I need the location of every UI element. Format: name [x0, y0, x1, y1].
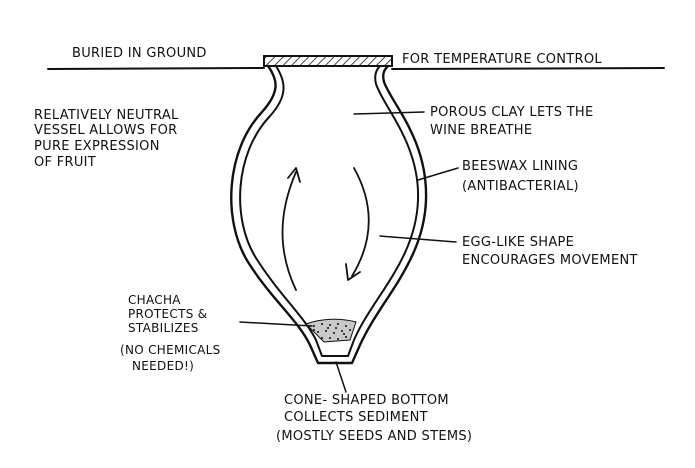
neutral-label-line: PURE EXPRESSION — [34, 139, 160, 154]
beeswax-lining — [239, 65, 420, 357]
circulation-arrow-up — [281, 171, 297, 291]
vessel-lid — [263, 55, 393, 67]
beeswax-label-line: BEESWAX LINING — [462, 159, 578, 174]
egg-label-line: ENCOURAGES MOVEMENT — [462, 253, 638, 268]
chacha-leader — [239, 321, 313, 327]
chacha-label-line: STABILIZES — [128, 321, 199, 335]
circulation-arrow-down — [351, 167, 370, 277]
vessel-outer-wall — [230, 64, 428, 365]
porous-label-line: POROUS CLAY LETS THE — [430, 105, 594, 120]
egg-label: EGG-LIKE SHAPE ENCOURAGES MOVEMENT — [462, 235, 638, 268]
chacha-label-line: CHACHA — [128, 293, 181, 307]
cone-label-line: (MOSTLY SEEDS AND STEMS) — [276, 429, 472, 444]
egg-leader — [379, 235, 457, 243]
ground-line-left — [47, 67, 265, 70]
chacha-label: CHACHA PROTECTS & STABILIZES (NO CHEMICA… — [120, 293, 225, 373]
cone-label: CONE- SHAPED BOTTOM COLLECTS SEDIMENT (M… — [276, 393, 472, 444]
temperature-label: FOR TEMPERATURE CONTROL — [402, 52, 602, 67]
cone-label-line: COLLECTS SEDIMENT — [284, 410, 428, 425]
ground-line-right — [391, 67, 665, 70]
cone-leader — [335, 361, 347, 393]
beeswax-leader — [417, 167, 459, 181]
neutral-label-line: RELATIVELY NEUTRAL — [34, 108, 179, 123]
neutral-label: RELATIVELY NEUTRAL VESSEL ALLOWS FOR PUR… — [34, 108, 183, 170]
neutral-label-line: OF FRUIT — [34, 155, 96, 170]
neutral-label-line: VESSEL ALLOWS FOR — [34, 123, 177, 138]
porous-label-line: WINE BREATHE — [430, 123, 532, 138]
sediment-dots — [313, 323, 351, 340]
beeswax-label-line: (ANTIBACTERIAL) — [462, 179, 579, 194]
egg-label-line: EGG-LIKE SHAPE — [462, 235, 574, 250]
circulation-arrow-up-head — [287, 167, 301, 183]
porous-leader — [353, 111, 425, 115]
chacha-label-line: (NO CHEMICALS — [120, 343, 221, 357]
chacha-label-line: PROTECTS & — [128, 307, 207, 321]
beeswax-label: BEESWAX LINING (ANTIBACTERIAL) — [462, 159, 583, 194]
cone-label-line: CONE- SHAPED BOTTOM — [284, 393, 449, 408]
circulation-arrow-down-head — [345, 263, 361, 281]
ground-label: BURIED IN GROUND — [72, 46, 207, 61]
sediment — [305, 318, 357, 343]
porous-label: POROUS CLAY LETS THE WINE BREATHE — [430, 105, 598, 138]
chacha-label-line: NEEDED!) — [132, 359, 194, 373]
